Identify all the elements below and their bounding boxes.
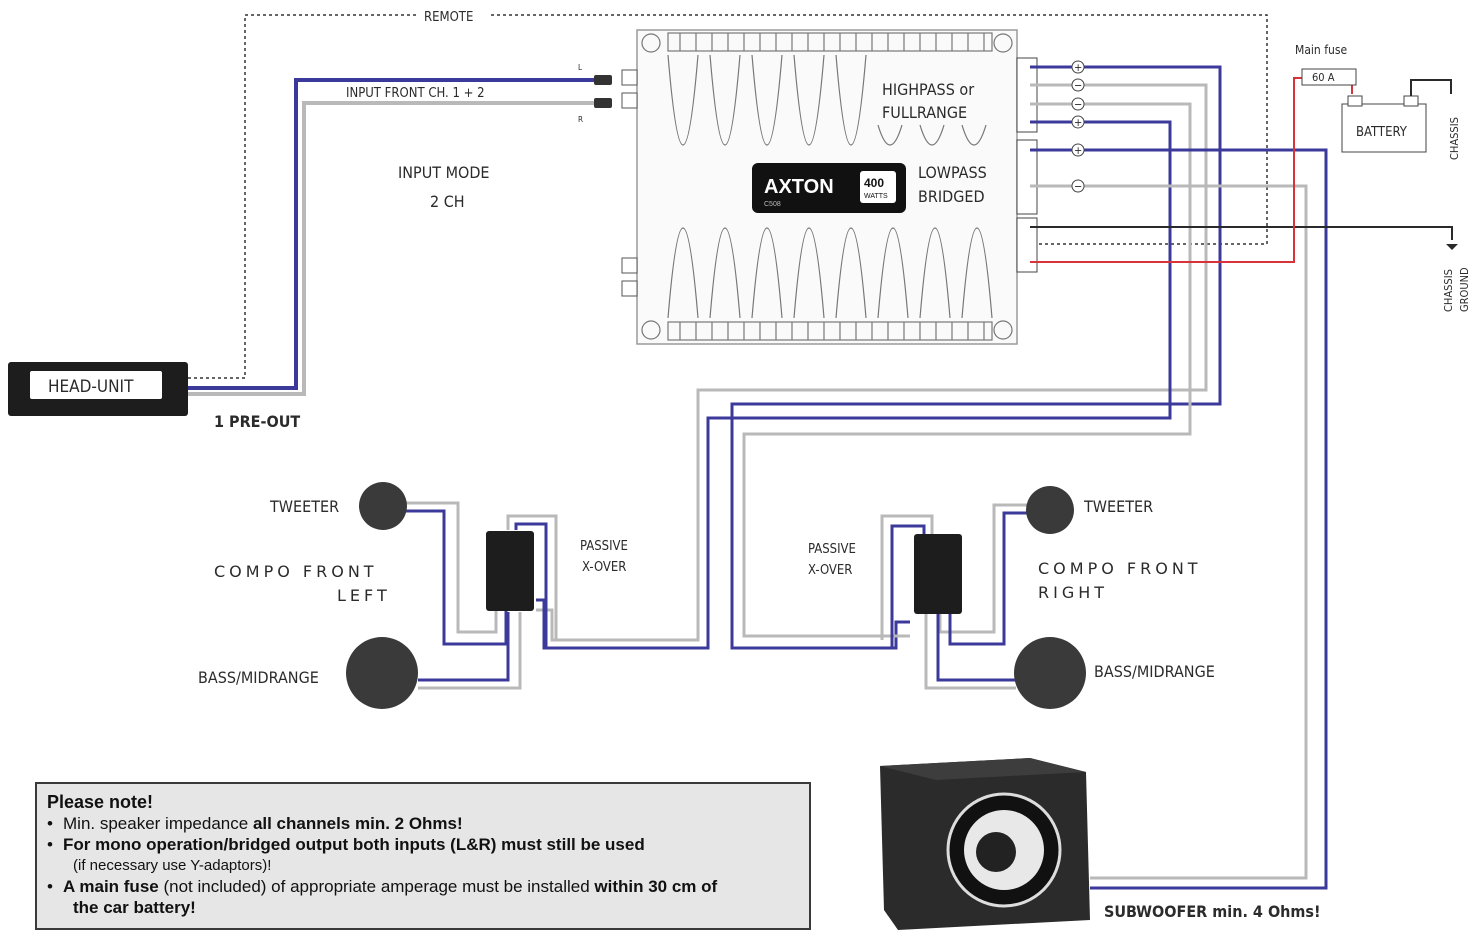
t3-plus: + xyxy=(1074,144,1082,157)
lowpass-label: LOWPASS xyxy=(918,163,987,182)
input-mode-value: 2 CH xyxy=(430,192,465,211)
battery xyxy=(1341,103,1427,153)
note-line3-emphasis-a: A main fuse xyxy=(63,877,159,896)
note-line1-emphasis: all channels min. 2 Ohms! xyxy=(252,814,463,833)
head-unit: HEAD-UNIT xyxy=(8,362,188,416)
note-line2-sub: (if necessary use Y-adaptors)! xyxy=(73,857,272,874)
chassis-label: CHASSIS xyxy=(1448,117,1461,160)
t2-plus: + xyxy=(1074,116,1082,129)
remote-label: REMOTE xyxy=(424,10,473,25)
left-tweeter-wires xyxy=(405,501,498,634)
left-bass-label: BASS/MIDRANGE xyxy=(198,668,319,687)
right-bass-midrange xyxy=(1014,637,1086,709)
wire-sub-plus xyxy=(1030,148,1328,890)
speaker-terminals xyxy=(1016,57,1038,273)
bridged-label: BRIDGED xyxy=(918,187,985,206)
chassis-ground-label-2: GROUND xyxy=(1458,267,1471,312)
note-line3-emphasis-b: within 30 cm of xyxy=(594,877,718,896)
note-line1-text: Min. speaker impedance xyxy=(63,814,253,833)
terminal-markers xyxy=(1071,60,1085,193)
amp-heatsink-top xyxy=(641,32,1013,146)
battery-chassis-wire xyxy=(1410,79,1452,96)
wire-front-left-minus xyxy=(536,83,1208,642)
main-fuse-label: Main fuse xyxy=(1295,43,1347,57)
right-passive-xover xyxy=(914,534,962,614)
head-unit-label: HEAD-UNIT xyxy=(48,377,134,397)
left-bass-midrange xyxy=(346,637,418,709)
left-compo-side: LEFT xyxy=(337,586,391,605)
axton-logo: AXTON C508 400 WATTS xyxy=(752,163,906,213)
note-line3-sub: the car battery! xyxy=(73,898,196,917)
wire-front-right-minus xyxy=(742,102,1192,638)
logo-model: C508 xyxy=(764,201,781,208)
right-xover-label-2: X-OVER xyxy=(808,563,852,578)
t3-minus: − xyxy=(1074,180,1082,193)
note-box: Please note! • Min. speaker impedance al… xyxy=(35,782,811,930)
left-xover-label-1: PASSIVE xyxy=(580,539,628,554)
rca-r-label: R xyxy=(578,115,583,124)
highpass-label: HIGHPASS or xyxy=(882,80,974,99)
pre-out-label: 1 PRE-OUT xyxy=(214,412,300,431)
amplifier: AXTON C508 400 WATTS HIGHPASS or FULLRAN… xyxy=(621,29,1018,345)
rca-wire-left xyxy=(188,78,596,390)
battery-label: BATTERY xyxy=(1356,125,1408,140)
t1-plus: + xyxy=(1074,61,1082,74)
right-tweeter xyxy=(1026,486,1074,534)
note-item-2: • For mono operation/bridged output both… xyxy=(47,835,645,854)
amp-heatsink-bottom xyxy=(641,227,1013,341)
left-passive-xover xyxy=(486,531,534,611)
t2-minus: − xyxy=(1074,98,1082,111)
right-tweeter-label: TWEETER xyxy=(1083,497,1153,516)
wire-front-right-plus xyxy=(536,120,1172,650)
rca-plug-left xyxy=(594,75,612,85)
left-tweeter-label: TWEETER xyxy=(269,497,339,516)
remote-wire xyxy=(188,14,1268,379)
right-bass-label: BASS/MIDRANGE xyxy=(1094,662,1215,681)
note-item-3: • A main fuse (not included) of appropri… xyxy=(47,877,718,896)
left-tweeter xyxy=(359,482,407,530)
logo-watts-value: 400 xyxy=(864,176,884,190)
rca-plug-right xyxy=(594,98,612,108)
left-xover-label-2: X-OVER xyxy=(582,560,626,575)
note-line2-emphasis: For mono operation/bridged output both i… xyxy=(63,835,645,854)
fuse-box xyxy=(1301,68,1357,86)
fullrange-label: FULLRANGE xyxy=(882,103,967,122)
right-compo-side: RIGHT xyxy=(1038,583,1108,602)
wire-front-left-plus xyxy=(730,65,1222,650)
input-mode-label: INPUT MODE xyxy=(398,163,490,182)
logo-watts-unit: WATTS xyxy=(864,193,888,200)
chassis-ground-symbol xyxy=(1446,244,1458,250)
note-item-1: • Min. speaker impedance all channels mi… xyxy=(47,814,463,833)
rca-wire-right xyxy=(188,101,596,396)
logo-brand: AXTON xyxy=(764,176,834,198)
rca-l-label: L xyxy=(578,63,582,72)
input-front-label: INPUT FRONT CH. 1 + 2 xyxy=(346,86,485,101)
wire-sub-minus xyxy=(1030,184,1308,880)
t1-minus: − xyxy=(1074,79,1082,92)
right-compo-label: COMPO FRONT xyxy=(1038,559,1202,578)
chassis-ground-label-1: CHASSIS xyxy=(1442,269,1455,312)
fuse-value: 60 A xyxy=(1312,71,1335,84)
wire-ground xyxy=(1030,226,1453,240)
right-xover-label-1: PASSIVE xyxy=(808,542,856,557)
subwoofer-label: SUBWOOFER min. 4 Ohms! xyxy=(1104,902,1321,921)
subwoofer xyxy=(880,758,1090,930)
left-bass-wires xyxy=(418,612,510,682)
note-line3-text: (not included) of appropriate amperage m… xyxy=(158,877,595,896)
note-title: Please note! xyxy=(47,792,154,812)
left-compo-label: COMPO FRONT xyxy=(214,562,378,581)
